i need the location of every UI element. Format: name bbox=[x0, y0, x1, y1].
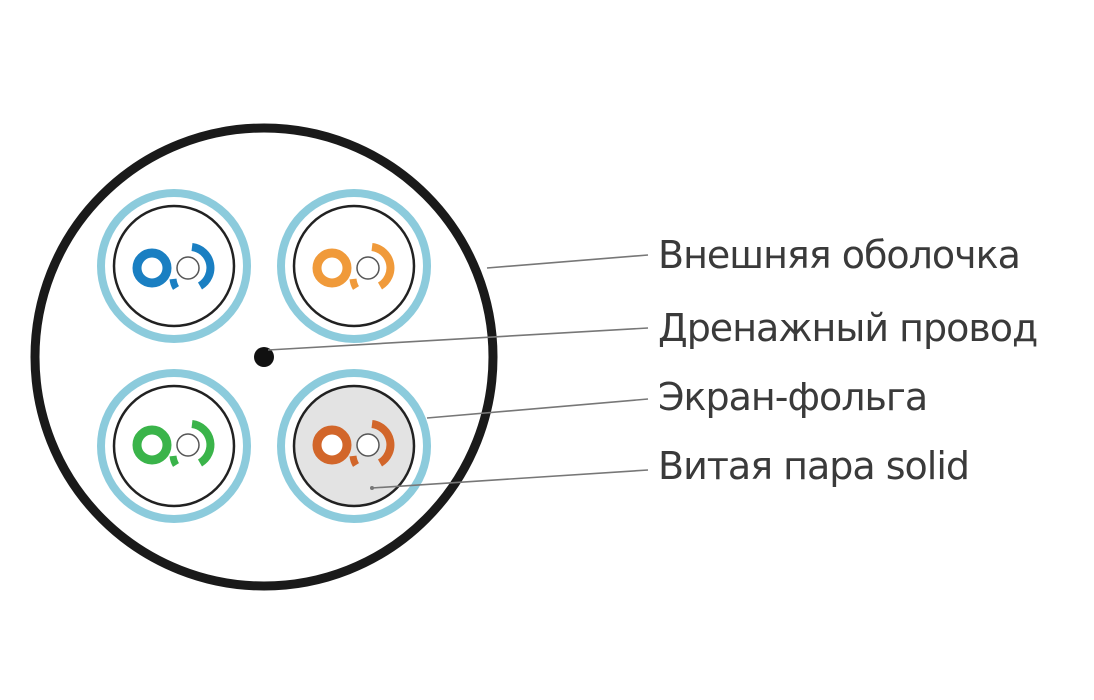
foil-shield-brown bbox=[277, 369, 431, 523]
label-drain-wire: Дренажный провод bbox=[658, 306, 1037, 350]
foil-shield-green bbox=[97, 369, 251, 523]
foil-shield-orange bbox=[277, 189, 431, 343]
conductor-green bbox=[132, 425, 172, 465]
stripe-green bbox=[191, 420, 215, 467]
leader-twisted-pair-dot bbox=[370, 486, 374, 490]
leader-twisted-pair bbox=[371, 469, 649, 489]
leader-outer-jacket bbox=[486, 254, 649, 269]
pair-green bbox=[97, 369, 251, 523]
stripe-orange-b bbox=[349, 278, 360, 290]
pair-wrap-green bbox=[112, 384, 236, 508]
stripe-green-b bbox=[169, 455, 180, 467]
stripe-brown bbox=[371, 420, 395, 467]
foil-shield-blue bbox=[97, 189, 251, 343]
pair-wrap-orange bbox=[292, 204, 416, 328]
label-twisted-pair: Витая пара solid bbox=[658, 444, 969, 488]
conductor-blue bbox=[132, 248, 172, 288]
leader-drain-wire bbox=[267, 327, 649, 351]
conductor-white-brown bbox=[356, 433, 380, 457]
conductor-white-green bbox=[176, 433, 200, 457]
stripe-orange bbox=[371, 243, 395, 290]
pair-wrap-blue bbox=[112, 204, 236, 328]
stripe-blue bbox=[191, 243, 215, 290]
stripe-brown-b bbox=[349, 455, 360, 467]
conductor-brown bbox=[312, 425, 352, 465]
pair-wrap-brown bbox=[292, 384, 416, 508]
conductor-white-blue bbox=[176, 256, 200, 280]
conductor-white-orange bbox=[356, 256, 380, 280]
pair-blue bbox=[97, 189, 251, 343]
conductor-orange bbox=[312, 248, 352, 288]
leader-foil-shield bbox=[426, 398, 649, 419]
drain-wire bbox=[254, 347, 274, 367]
label-outer-jacket: Внешняя оболочка bbox=[658, 233, 1020, 277]
stripe-blue-b bbox=[169, 278, 180, 290]
pair-orange bbox=[277, 189, 431, 343]
label-foil-shield: Экран-фольга bbox=[658, 375, 927, 419]
pair-brown bbox=[277, 369, 431, 523]
